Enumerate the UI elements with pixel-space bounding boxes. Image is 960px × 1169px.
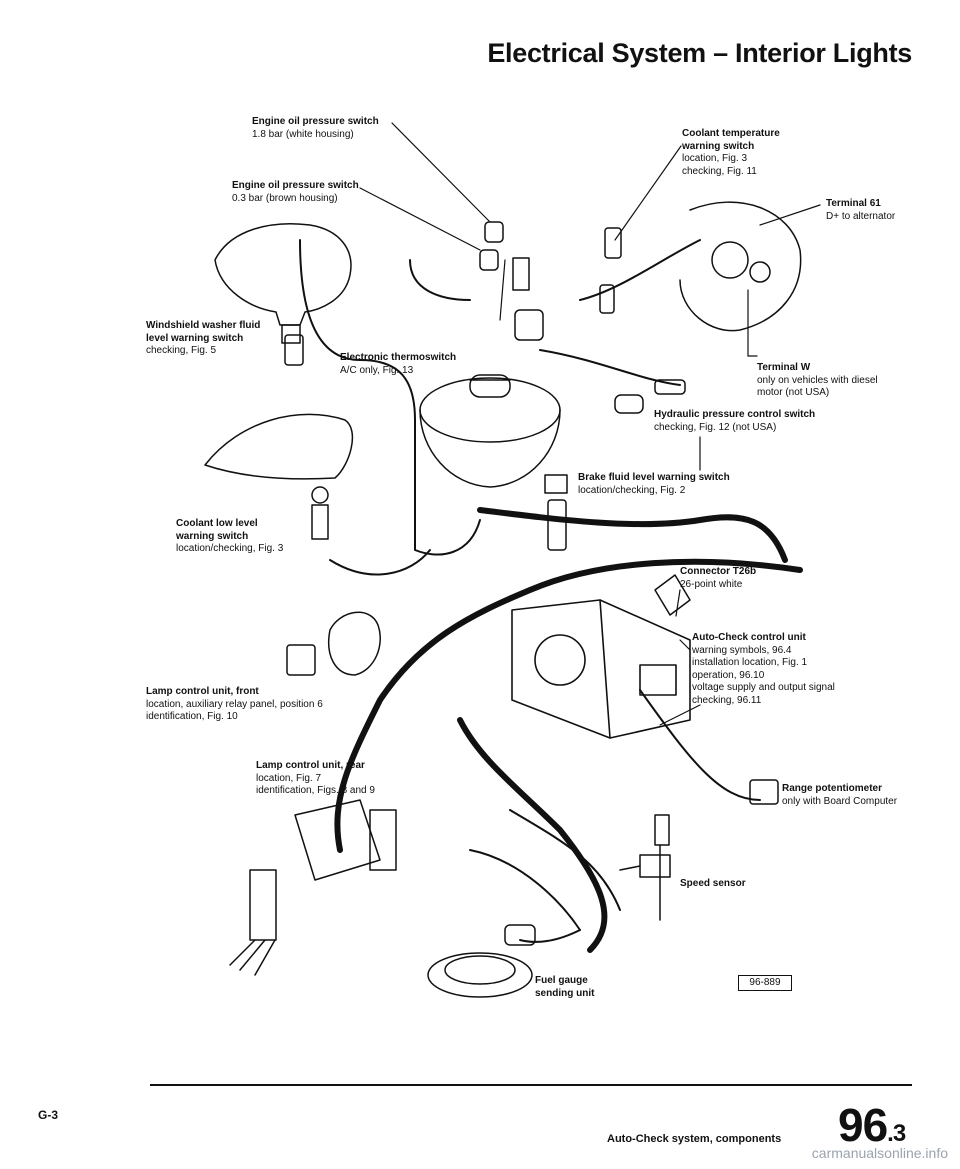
connector-t26b xyxy=(654,574,691,616)
expansion-tank xyxy=(419,374,561,488)
label-speed-sensor: Speed sensor xyxy=(680,878,746,889)
page-title: Electrical System – Interior Lights xyxy=(487,38,912,68)
washer-reservoir xyxy=(214,223,352,344)
figure-number: 96-889 xyxy=(738,975,792,991)
wire-harness xyxy=(334,507,803,953)
alternator xyxy=(679,201,802,332)
thin-wires xyxy=(299,239,761,943)
footer-page-code: G-3 xyxy=(38,1108,59,1122)
lamp-control-rear xyxy=(229,799,397,976)
footer-section-number: 96.3 xyxy=(838,1099,906,1151)
coolant-reservoir xyxy=(204,413,354,540)
footer-section-title: Auto-Check system, components xyxy=(607,1133,782,1145)
hydraulic-brake-switches xyxy=(544,379,686,551)
watermark: carmanualsonline.info xyxy=(811,1145,948,1161)
label-autocheck-unit: Auto-Check control unit warning symbols,… xyxy=(692,632,835,706)
speed-sensor xyxy=(619,814,671,921)
range-potentiometer xyxy=(749,779,779,805)
fuel-sender xyxy=(427,924,536,998)
footer-rule xyxy=(150,1084,912,1086)
autocheck-unit xyxy=(511,599,691,739)
lamp-control-front xyxy=(286,611,381,676)
sensor-switches xyxy=(284,221,622,366)
leader-lines xyxy=(359,122,821,726)
